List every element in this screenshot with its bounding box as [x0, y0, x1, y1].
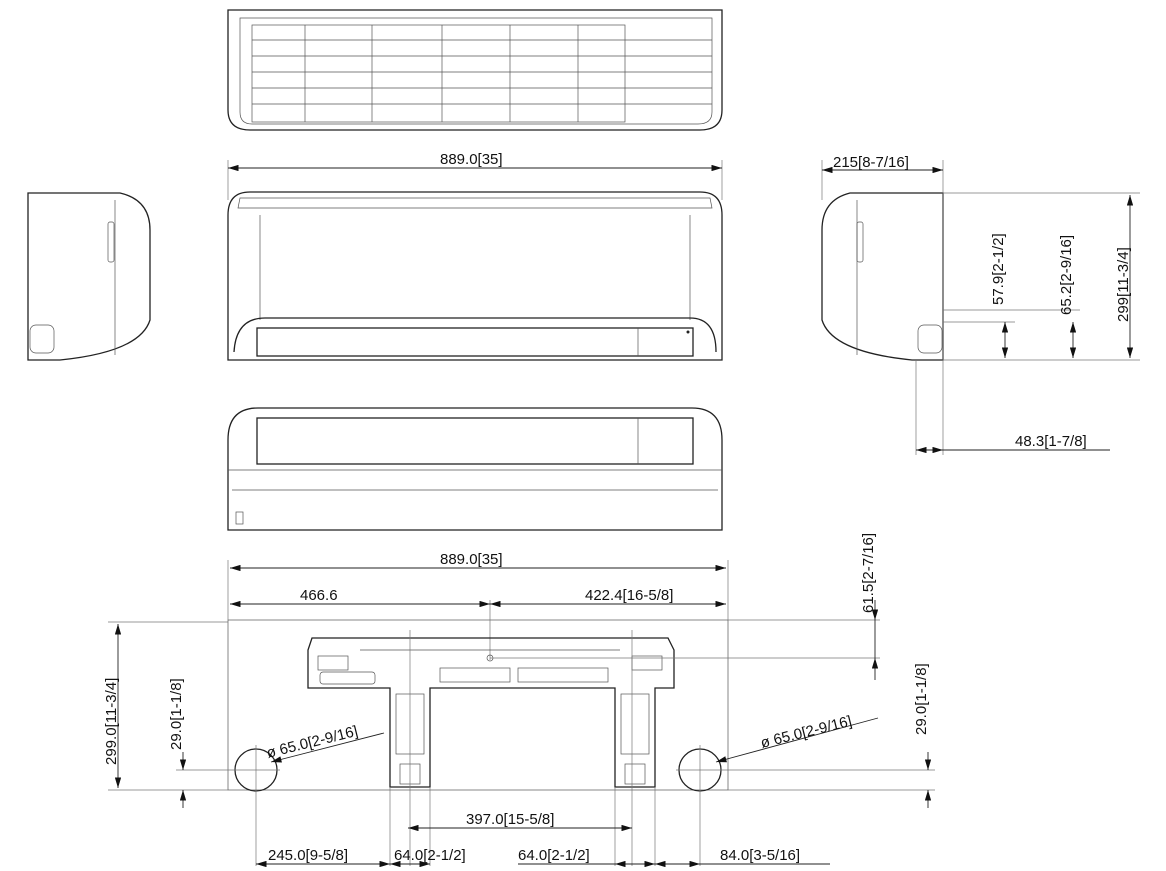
right-side-view: 215[8-7/16] 57.9[2-1/2] 65.2[2-9/16] 299… [821, 154, 1140, 455]
left-hole-diameter-label: ø 65.0[2-9/16] [265, 723, 360, 762]
right-leg-width-label: 64.0[2-1/2] [518, 847, 590, 864]
left-leg-width-label: 64.0[2-1/2] [394, 847, 466, 864]
left-hole-offset-label: 245.0[9-5/8] [268, 847, 348, 864]
right-hole-offset-label: 84.0[3-5/16] [720, 847, 800, 864]
plate-right-label: 422.4[16-5/8] [585, 587, 673, 604]
plate-height-label: 299.0[11-3/4] [103, 678, 120, 765]
plate-top-offset-label: 61.5[2-7/16] [860, 533, 877, 613]
side-height-label: 299[11-3/4] [1115, 247, 1132, 322]
installation-plate-view: 889.0[35] 466.6 422.4[16-5/8] 61.5[2-7/1… [103, 533, 935, 868]
mounting-plate [307, 637, 675, 788]
side-drain-height-label: 65.2[2-9/16] [1058, 235, 1075, 315]
side-pipe-offset-label: 48.3[1-7/8] [1015, 433, 1087, 450]
right-pipe-hole [676, 745, 935, 866]
side-depth-label: 215[8-7/16] [833, 154, 909, 171]
plate-left-label: 466.6 [300, 587, 338, 604]
left-pipe-hole [176, 745, 280, 866]
side-pipe-height-label: 57.9[2-1/2] [990, 233, 1007, 305]
top-view [227, 9, 723, 131]
front-width-label: 889.0[35] [440, 151, 503, 168]
plate-width-label: 889.0[35] [440, 551, 503, 568]
left-hole-height-label: 29.0[1-1/8] [168, 678, 185, 750]
front-view: 889.0[35] [227, 151, 723, 361]
right-hole-diameter-label: ø 65.0[2-9/16] [759, 713, 854, 752]
bottom-view [227, 407, 723, 531]
leg-spacing-label: 397.0[15-5/8] [466, 811, 554, 828]
left-side-view [27, 192, 151, 361]
right-hole-height-label: 29.0[1-1/8] [913, 663, 930, 735]
